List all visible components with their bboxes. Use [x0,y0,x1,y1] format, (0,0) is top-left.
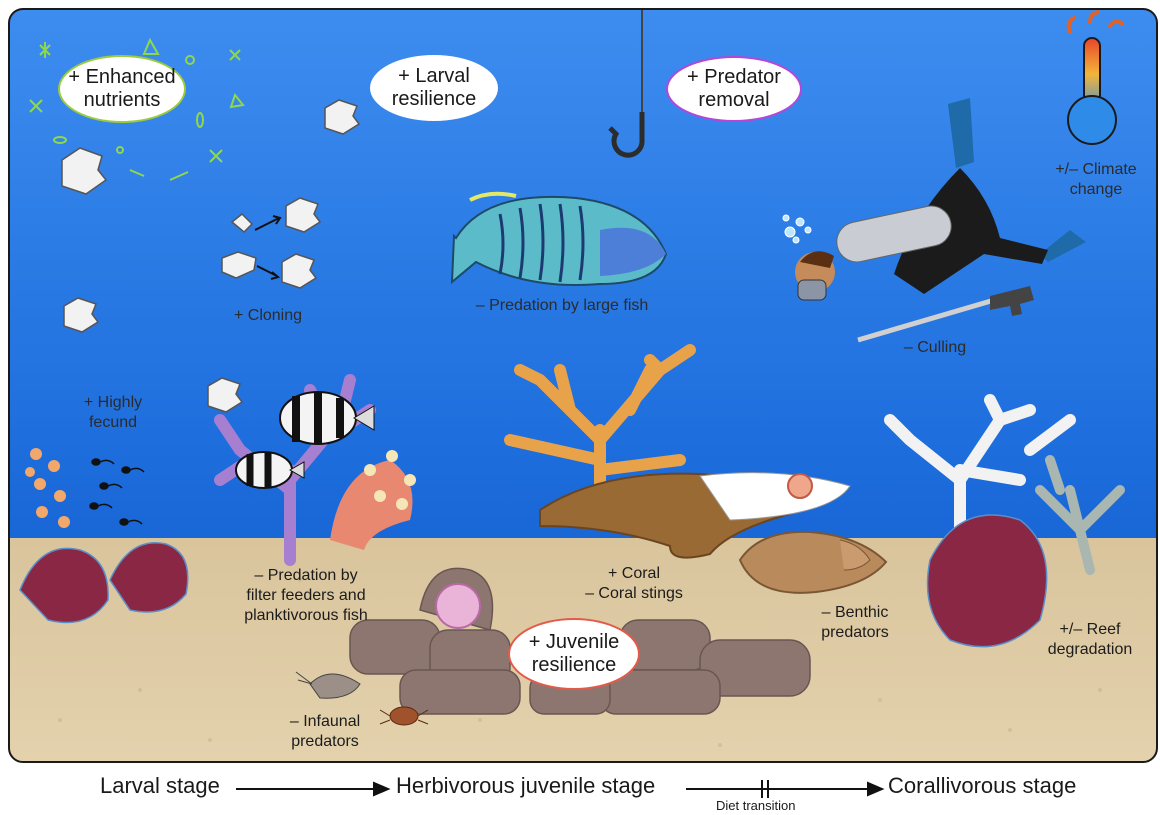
juvenile-starfish-icon [436,584,480,628]
benthic-predators-label: – Benthic predators [800,603,910,643]
predation-filter-feeders-label: – Predation by filter feeders and plankt… [216,566,396,626]
larval-stage-label: Larval stage [100,773,220,799]
climate-change-label: +/– Climate change [1036,160,1156,200]
juvenile-starfish-icon [788,474,812,498]
enhanced-nutrients-oval: + Enhanced nutrients [58,55,186,123]
coral-label: + Coral – Coral stings [554,564,714,604]
predation-large-fish-label: – Predation by large fish [452,296,672,316]
cloning-label: + Cloning [218,306,318,326]
highly-fecund-label: + Highly fecund [68,393,158,433]
reef-degradation-label: +/– Reef degradation [1030,620,1150,660]
corallivorous-stage-label: Corallivorous stage [888,773,1076,799]
infaunal-predators-label: – Infaunal predators [270,712,380,752]
culling-label: – Culling [880,338,990,358]
larval-resilience-oval: + Larval resilience [370,55,498,121]
diet-transition-label: Diet transition [716,798,795,813]
predator-removal-oval: + Predator removal [666,56,802,122]
juvenile-resilience-oval: + Juvenile resilience [508,618,640,690]
juvenile-stage-label: Herbivorous juvenile stage [396,773,655,799]
